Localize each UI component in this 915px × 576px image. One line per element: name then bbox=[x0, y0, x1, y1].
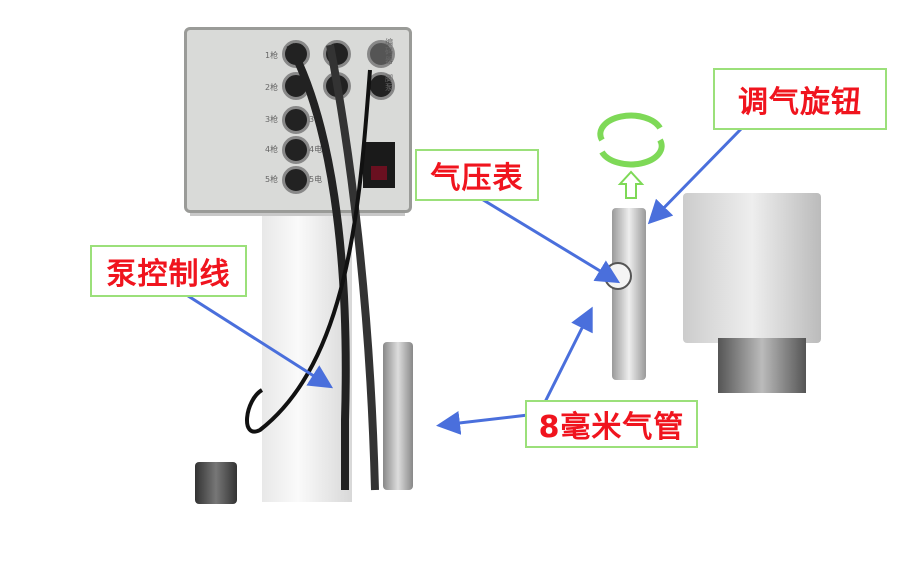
port-label: 3枪 bbox=[265, 115, 279, 124]
port-label: 1枪 bbox=[265, 51, 279, 60]
port-label: 4枪 bbox=[265, 145, 279, 154]
port-label: 5枪 bbox=[265, 175, 279, 184]
label-knob: 调气旋钮 bbox=[713, 68, 887, 130]
pump-cylinder bbox=[718, 338, 806, 393]
power-switch bbox=[363, 142, 395, 188]
air-regulator bbox=[612, 208, 646, 380]
port-label: 2枪 bbox=[265, 83, 279, 92]
encoder-label: 编码器 bbox=[385, 38, 393, 65]
control-box: 1枪 2枪 3枪 4枪 5枪 3电 4电 5电 编码器 脚泵 bbox=[184, 27, 412, 213]
port-label: 4电 bbox=[309, 145, 323, 154]
weight bbox=[195, 462, 237, 504]
foot-label: 脚泵 bbox=[385, 74, 393, 92]
port-label: 5电 bbox=[309, 175, 323, 184]
machine-column bbox=[262, 212, 352, 502]
pump-head bbox=[683, 193, 821, 343]
label-gauge: 气压表 bbox=[415, 149, 539, 201]
label-pump-line: 泵控制线 bbox=[90, 245, 247, 297]
label-air-tube: 8毫米气管 bbox=[525, 400, 698, 448]
rotate-icon bbox=[597, 112, 665, 168]
up-arrow-icon bbox=[617, 170, 645, 199]
left-regulator bbox=[383, 342, 413, 490]
